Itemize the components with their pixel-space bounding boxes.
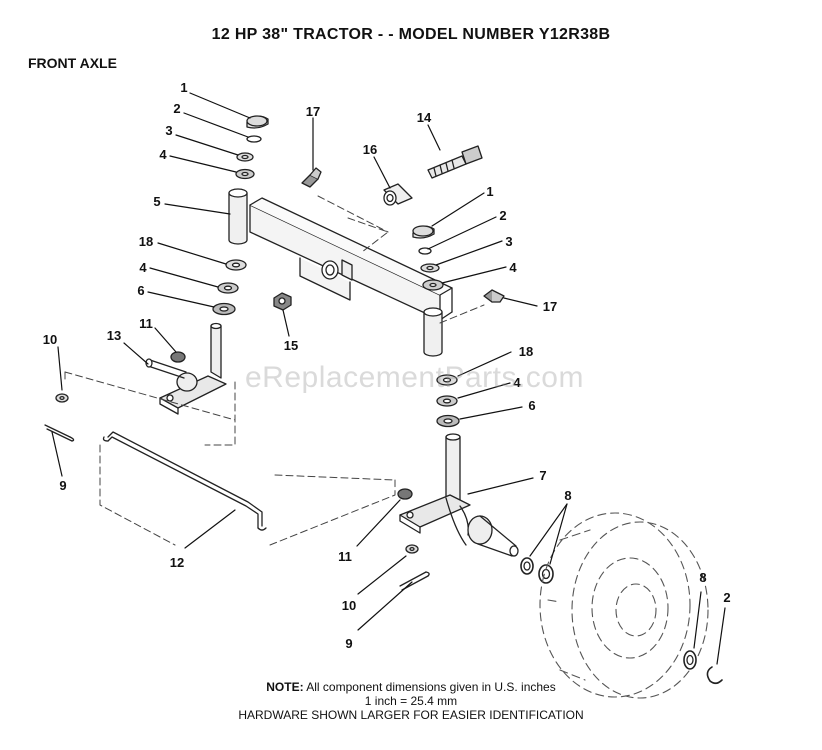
- callout-11-right: 11: [338, 549, 352, 564]
- spindle-washer-inner: [520, 557, 534, 575]
- callout-10-right: 10: [342, 598, 356, 613]
- tie-rod: [102, 431, 267, 531]
- left-axle-tube: [228, 188, 248, 245]
- callout-leaders: [51, 92, 726, 665]
- left-washer-upper: [236, 152, 254, 162]
- callout-14: 14: [417, 110, 432, 125]
- callout-4-right-lower: 4: [513, 375, 521, 390]
- section-subtitle: FRONT AXLE: [28, 55, 117, 71]
- callout-6-right: 6: [528, 398, 535, 413]
- callout-3-left: 3: [165, 123, 172, 138]
- hub-washer: [683, 650, 697, 670]
- callout-17-left: 17: [306, 104, 320, 119]
- callout-18-left: 18: [139, 234, 153, 249]
- right-retaining-ring: [418, 247, 432, 255]
- callout-2-left: 2: [173, 101, 180, 116]
- callout-4-left-upper: 4: [159, 147, 167, 162]
- front-wheel-phantom: [539, 512, 709, 699]
- callout-10-left: 10: [43, 332, 57, 347]
- callout-15: 15: [284, 338, 298, 353]
- note-line-3: HARDWARE SHOWN LARGER FOR EASIER IDENTIF…: [238, 708, 584, 722]
- callout-18-right: 18: [519, 344, 533, 359]
- callout-4-right-upper: 4: [509, 260, 517, 275]
- callout-6-left: 6: [137, 283, 144, 298]
- footer-notes: NOTE: All component dimensions given in …: [0, 680, 822, 722]
- pivot-spacer-tube: [383, 183, 413, 206]
- watermark-text: eReplacementParts.com: [245, 361, 584, 394]
- callout-8-hub: 8: [699, 570, 706, 585]
- right-dust-cap: [412, 225, 435, 239]
- callout-17-right: 17: [543, 299, 557, 314]
- callout-5-axle: 5: [153, 194, 160, 209]
- right-cotter-pin: [399, 571, 430, 591]
- left-grease-fitting: [301, 167, 322, 188]
- callout-7: 7: [539, 468, 546, 483]
- callout-1-left: 1: [180, 80, 187, 95]
- note-label: NOTE:: [266, 680, 304, 694]
- left-cotter-pin: [44, 424, 75, 442]
- callout-1-right: 1: [486, 184, 493, 199]
- callout-13: 13: [107, 328, 121, 343]
- note-line-2: 1 inch = 25.4 mm: [364, 694, 458, 708]
- right-grease-fitting: [483, 289, 505, 303]
- callout-11-left: 11: [139, 316, 153, 331]
- callout-4-left-lower: 4: [139, 260, 147, 275]
- note-line-1: NOTE: All component dimensions given in …: [0, 680, 822, 694]
- axle-beam: [249, 197, 453, 321]
- pivot-nut: [273, 292, 292, 311]
- right-spindle: [399, 433, 519, 557]
- left-retaining-ring: [246, 135, 262, 143]
- callout-16: 16: [363, 142, 377, 157]
- right-jam-nut: [397, 488, 413, 500]
- callout-9-right: 9: [345, 636, 352, 651]
- callout-2-right: 2: [499, 208, 506, 223]
- page-title: 12 HP 38" TRACTOR - - MODEL NUMBER Y12R3…: [211, 26, 611, 43]
- left-dust-cap: [246, 115, 269, 129]
- callout-3-right: 3: [505, 234, 512, 249]
- right-axle-tube: [423, 307, 443, 357]
- callout-8-spindle: 8: [564, 488, 571, 503]
- left-washer-lower: [235, 168, 255, 180]
- left-jam-nut: [170, 351, 186, 363]
- left-spindle: [145, 322, 227, 415]
- callout-9-left: 9: [59, 478, 66, 493]
- hub-retaining-ring: [706, 666, 723, 685]
- note-dimensions-text: All component dimensions given in U.S. i…: [306, 680, 556, 694]
- pivot-bolt: [427, 145, 483, 179]
- frame-phantom-lines: [64, 195, 485, 546]
- callout-2-hub: 2: [723, 590, 730, 605]
- callout-12: 12: [170, 555, 184, 570]
- spindle-washer-outer: [538, 564, 554, 584]
